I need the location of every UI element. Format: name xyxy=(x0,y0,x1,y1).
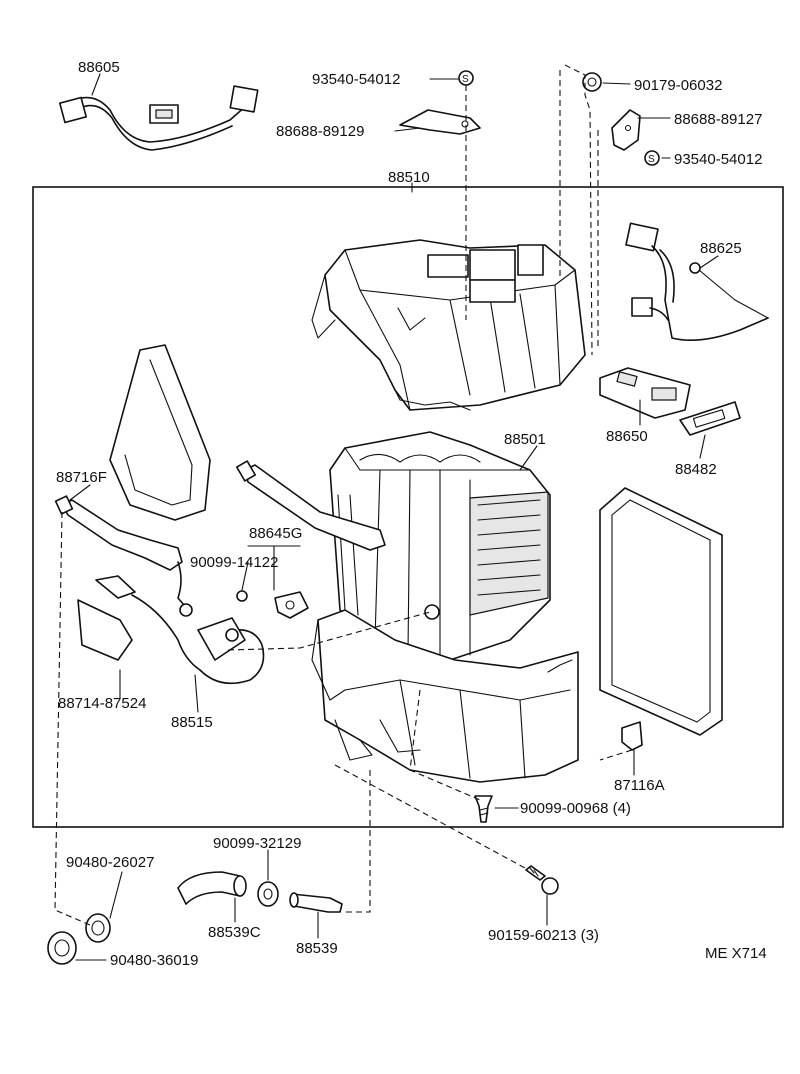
grommet-90480-36019 xyxy=(47,931,77,965)
module-88650 xyxy=(599,367,691,419)
label-90099-00968: 90099-00968 (4) xyxy=(520,800,631,817)
label-88515: 88515 xyxy=(171,714,213,731)
screw-90159-60213 xyxy=(525,865,559,895)
wire-harness-88605 xyxy=(58,85,259,151)
label-88716f: 88716F xyxy=(56,469,107,486)
bracket-88688-89129 xyxy=(399,109,481,135)
switch-88645g xyxy=(274,591,309,619)
lower-case xyxy=(311,609,579,783)
sensor-wire-88515 xyxy=(131,594,265,685)
label-90480-36019: 90480-36019 xyxy=(110,952,198,969)
gasket-88482 xyxy=(679,401,741,436)
bracket-88688-89127 xyxy=(611,109,641,151)
label-88539: 88539 xyxy=(296,940,338,957)
label-90099-14122: 90099-14122 xyxy=(190,554,278,571)
s-mark-1: S xyxy=(462,74,469,85)
label-93540-a: 93540-54012 xyxy=(312,71,400,88)
label-90159-60213: 90159-60213 (3) xyxy=(488,927,599,944)
label-88688-89127: 88688-89127 xyxy=(674,111,762,128)
s-mark-2: S xyxy=(648,154,655,165)
label-93540-b: 93540-54012 xyxy=(674,151,762,168)
label-88605: 88605 xyxy=(78,59,120,76)
hose-88716f xyxy=(54,495,193,617)
screw-90099-00968 xyxy=(474,795,493,823)
label-88501: 88501 xyxy=(504,431,546,448)
dash-line-7 xyxy=(345,770,371,913)
o-ring-90099-32129 xyxy=(257,881,279,907)
leader-lines xyxy=(69,73,719,961)
clip-87116a xyxy=(621,721,643,751)
plug-88539 xyxy=(289,892,343,913)
dash-line-5 xyxy=(54,511,91,926)
assembly-frame xyxy=(32,186,784,828)
drain-hose-88539c xyxy=(177,871,247,905)
label-88625: 88625 xyxy=(700,240,742,257)
grommet-90480-26027 xyxy=(85,913,111,943)
bent-pipe xyxy=(109,344,211,521)
label-90179: 90179-06032 xyxy=(634,77,722,94)
label-88714: 88714-87524 xyxy=(58,695,146,712)
label-88650: 88650 xyxy=(606,428,648,445)
label-90480-26027: 90480-26027 xyxy=(66,854,154,871)
label-88510: 88510 xyxy=(388,169,430,186)
label-88688-89129: 88688-89129 xyxy=(276,123,364,140)
label-90099-32129: 90099-32129 xyxy=(213,835,301,852)
frame-gasket xyxy=(599,487,723,736)
inlet-pipe xyxy=(236,460,386,551)
wiring-88625 xyxy=(625,222,769,342)
dash-line-6 xyxy=(227,611,431,651)
dash-line-9 xyxy=(334,764,526,869)
o-ring-90099-14122 xyxy=(236,590,248,602)
insulator-88714 xyxy=(77,575,136,661)
dash-line-8 xyxy=(409,689,481,801)
label-88539c: 88539C xyxy=(208,924,261,941)
dash-line-10 xyxy=(599,749,633,761)
s-nut-top: S xyxy=(458,70,474,86)
clip-90179 xyxy=(582,72,602,92)
label-87116a: 87116A xyxy=(614,777,665,794)
label-88645g: 88645G xyxy=(249,525,302,542)
dash-line-2 xyxy=(564,64,593,356)
evaporator-88501 xyxy=(329,431,551,666)
upper-case-88510 xyxy=(311,239,586,411)
label-88482: 88482 xyxy=(675,461,717,478)
s-nut-right: S xyxy=(644,150,660,166)
caption-mex714: ME X714 xyxy=(705,945,767,962)
